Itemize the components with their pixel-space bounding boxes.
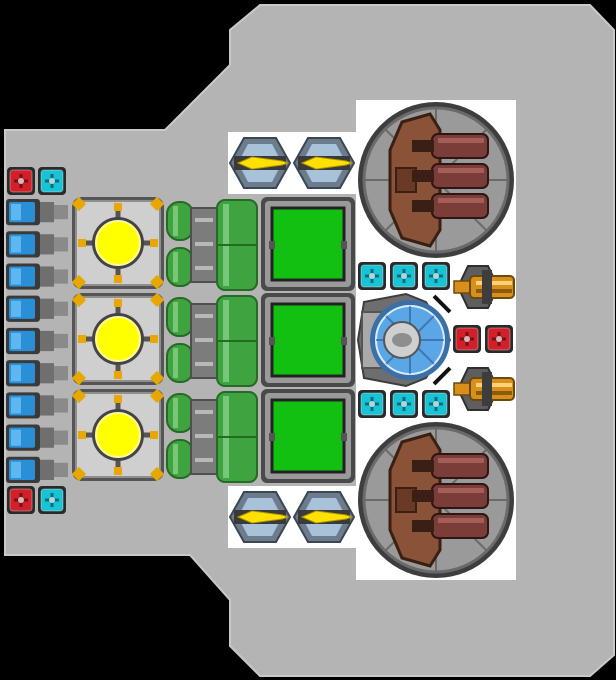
battery-icon — [6, 231, 68, 258]
battery-icon — [6, 392, 68, 419]
cannon-turret-bottom — [358, 422, 514, 578]
cyan-node-icon — [422, 262, 450, 290]
coolant-pipe-icon — [166, 295, 258, 387]
cyan-node-icon — [390, 262, 418, 290]
battery-icon — [6, 456, 68, 483]
cockpit-dome — [356, 292, 452, 388]
cargo-bay-icon — [261, 197, 355, 291]
battery-icon — [6, 360, 68, 387]
cyan-node-icon — [358, 390, 386, 418]
status-node-row-top — [7, 167, 66, 195]
battery-icon — [6, 199, 68, 226]
reactor-core-icon — [71, 196, 165, 290]
status-node-row-bottom — [7, 486, 66, 514]
cannon-turret-icon — [358, 422, 514, 578]
cannon-turret-top — [358, 102, 514, 258]
reactor-core-icon — [71, 388, 165, 482]
coolant-pipe-icon — [166, 199, 258, 291]
coolant-pipe-column — [166, 199, 258, 483]
cargo-bay-column — [261, 197, 355, 483]
thruster-row-bottom — [228, 491, 356, 543]
red-node-icon — [485, 325, 513, 353]
cargo-bay-icon — [261, 293, 355, 387]
battery-icon — [6, 327, 68, 355]
cyan-node-icon — [422, 390, 450, 418]
red-node-icon — [453, 325, 481, 353]
coolant-pipe-icon — [166, 391, 258, 483]
side-gun-bottom — [453, 367, 515, 411]
cannon-turret-icon — [358, 102, 514, 258]
red-node-icon — [7, 167, 35, 195]
reactor-core-icon — [71, 292, 165, 386]
cyan-node-icon — [358, 262, 386, 290]
thruster-icon — [228, 137, 292, 189]
side-node-row — [453, 325, 513, 353]
cockpit-dome-icon — [356, 292, 452, 388]
side-gun-icon — [453, 265, 515, 309]
cyan-node-icon — [38, 167, 66, 195]
cargo-bay-icon — [261, 389, 355, 483]
red-node-icon — [7, 486, 35, 514]
thruster-icon — [292, 137, 356, 189]
thruster-row-top — [228, 137, 356, 189]
side-gun-icon — [453, 367, 515, 411]
shield-node-row-bottom — [358, 390, 450, 418]
reactor-column — [71, 196, 165, 482]
battery-icon — [6, 263, 68, 290]
side-gun-top — [453, 265, 515, 309]
thruster-icon — [228, 491, 292, 543]
cyan-node-icon — [38, 486, 66, 514]
battery-icon — [6, 424, 68, 451]
cyan-node-icon — [390, 390, 418, 418]
power-cell-column — [6, 199, 68, 483]
battery-icon — [6, 295, 68, 322]
shield-node-row-top — [358, 262, 450, 290]
thruster-icon — [292, 491, 356, 543]
